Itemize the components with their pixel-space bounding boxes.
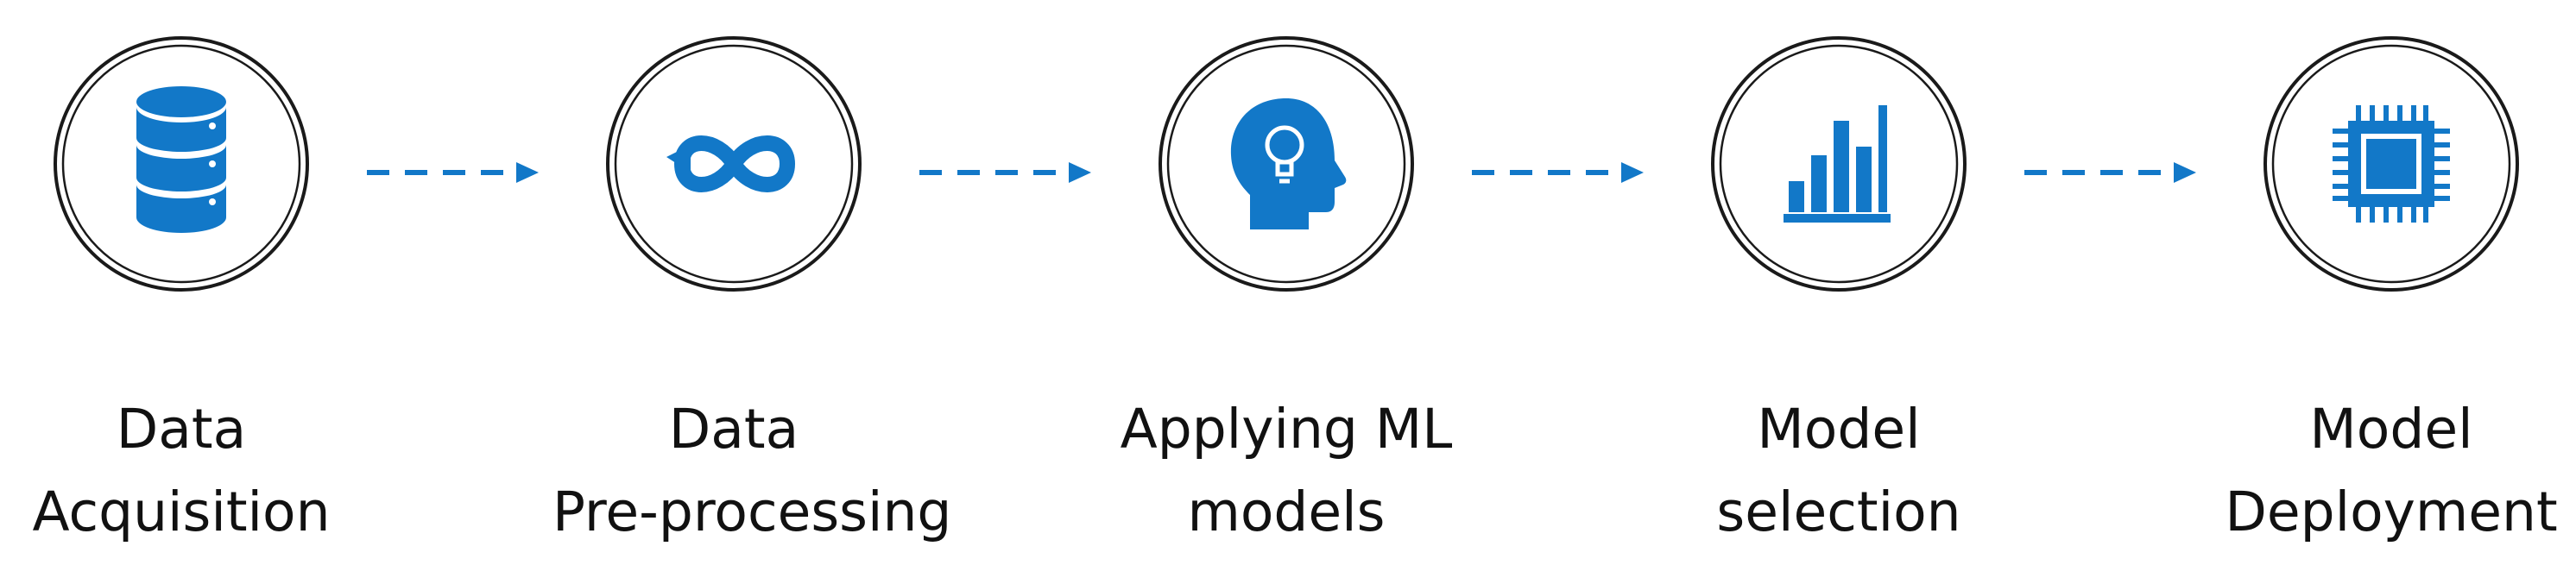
stage-model-selection: Model selection [1657,0,2020,565]
head-lightbulb-icon [1230,98,1347,229]
dashed-arrow [2024,162,2196,183]
stage-data-acquisition: Data Acquisition [0,0,363,565]
stage-model-deployment: Model Deployment [2210,0,2573,565]
stage-circle [2263,36,2519,292]
stage-data-preprocessing: Data Pre-processing [552,0,952,565]
stage-label: Data Acquisition [0,388,363,554]
stage-label-line1: Data [668,398,799,461]
stage-circle [1711,36,1967,292]
stage-label-line2: selection [1716,480,1961,543]
stage-label-line2: models [1187,480,1386,543]
stage-label-line1: Model [2309,398,2473,461]
dashed-arrow [367,162,539,183]
stage-label: Data Pre-processing [552,388,952,554]
stage-label-line1: Applying ML [1120,398,1453,461]
stage-applying-ml-models: Applying ML models [1105,0,1468,565]
stage-label-line1: Model [1757,398,1921,461]
dashed-arrow [919,162,1091,183]
cpu-chip-icon [2333,105,2450,223]
stage-circle [606,36,862,292]
bar-chart-icon [1784,105,1891,223]
stage-label: Applying ML models [1105,388,1468,554]
stage-label: Model selection [1657,388,2020,554]
stage-label-line2: Deployment [2225,480,2558,543]
stage-circle [1159,36,1414,292]
dashed-arrow [1472,162,1644,183]
stage-circle [54,36,309,292]
stage-label: Model Deployment [2210,388,2573,554]
database-icon [136,86,226,233]
stage-label-line2: Acquisition [32,480,331,543]
infinity-loop-icon [666,135,796,192]
stage-label-line2: Pre-processing [552,480,952,543]
stage-label-line1: Data [116,398,247,461]
